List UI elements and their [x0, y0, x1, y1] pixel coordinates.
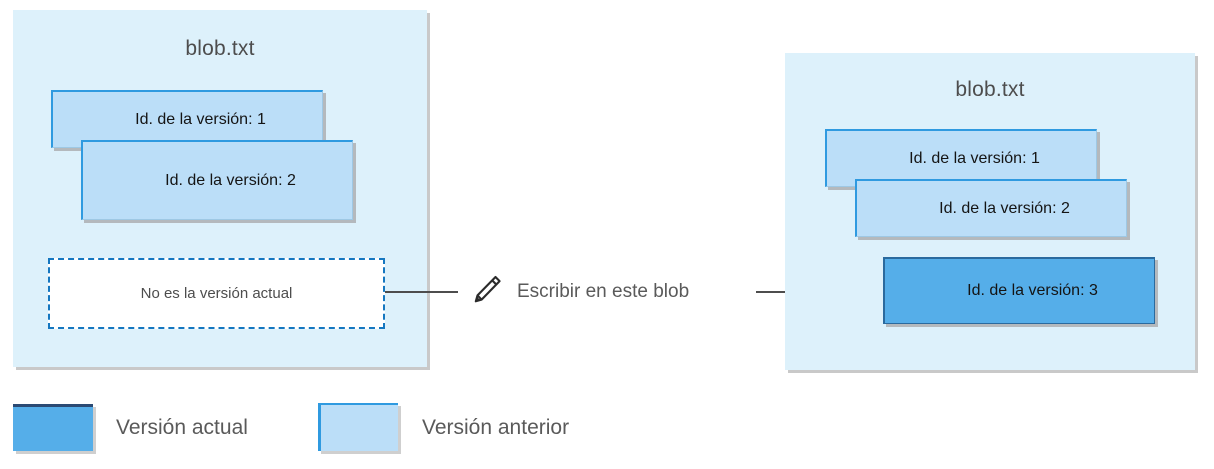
right-version-label-2: Id. de la versión: 2: [939, 199, 1070, 217]
legend-swatch-previous-version: [318, 403, 398, 451]
right-version-label-1: Id. de la versión: 1: [909, 149, 1040, 167]
legend-label-previous-version: Versión anterior: [422, 416, 570, 439]
left-panel-title: blob.txt: [185, 37, 255, 60]
pencil-icon: [468, 271, 504, 311]
right-version-box-2: Id. de la versión: 2: [855, 179, 1127, 237]
right-version-label-3: Id. de la versión: 3: [967, 282, 1098, 299]
action-label: Escribir en este blob: [517, 281, 690, 302]
right-panel-title: blob.txt: [955, 78, 1025, 101]
right-version-box-1: Id. de la versión: 1: [825, 129, 1097, 187]
not-current-version-box: No es la versión actual: [48, 258, 385, 329]
left-version-label-2: Id. de la versión: 2: [165, 171, 296, 189]
left-version-label-1: Id. de la versión: 1: [135, 110, 266, 128]
left-version-box-2: Id. de la versión: 2: [81, 140, 353, 220]
legend-label-current-version: Versión actual: [116, 416, 248, 439]
not-current-version-label: No es la versión actual: [140, 285, 293, 302]
left-version-box-1: Id. de la versión: 1: [51, 90, 323, 148]
right-blob-panel: blob.txt Id. de la versión: 1 Id. de la …: [785, 53, 1195, 370]
left-blob-panel: blob.txt Id. de la versión: 1 Id. de la …: [13, 10, 427, 367]
connector-line-left: [385, 291, 458, 293]
right-version-box-3: Id. de la versión: 3: [883, 257, 1155, 324]
legend-swatch-current-version: [13, 404, 93, 451]
